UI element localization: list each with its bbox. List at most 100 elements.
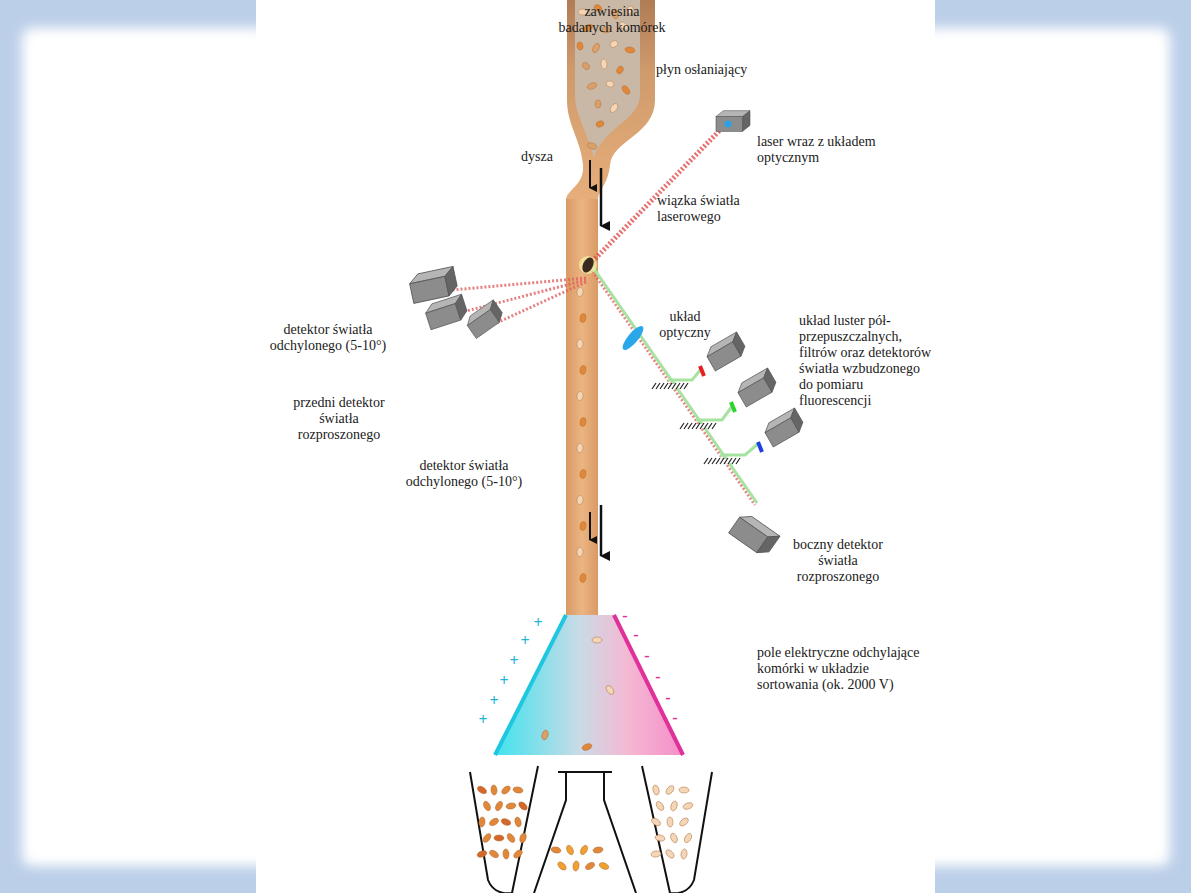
cell: [650, 817, 662, 828]
polarity-sign: +: [497, 672, 511, 690]
hatch-stroke: [720, 458, 724, 464]
hatch-stroke: [676, 383, 680, 389]
callout-label: wiązka światła laserowego: [657, 193, 762, 225]
hatch-stroke: [736, 458, 740, 464]
cell: [586, 141, 597, 150]
fluorescence-detector: [735, 368, 779, 407]
hatch-stroke: [728, 458, 732, 464]
cell: [584, 861, 596, 871]
cell: [482, 832, 493, 844]
cell: [579, 313, 586, 323]
cell: [576, 443, 583, 453]
cell: [550, 846, 561, 854]
cell: [621, 84, 632, 96]
hatch-stroke: [716, 458, 720, 464]
polarity-sign: +: [487, 692, 501, 710]
scatter-ray: [490, 282, 586, 326]
half-mirror: [652, 383, 740, 464]
cell: [595, 120, 604, 128]
cell: [652, 784, 660, 795]
callout-label: zawiesina badanych komórek: [556, 4, 668, 36]
side-beam: [720, 443, 759, 455]
cell: [500, 784, 511, 795]
frame-panel: [256, 0, 935, 893]
cell: [488, 817, 500, 827]
cell: [581, 61, 591, 71]
hatch-stroke: [704, 458, 708, 464]
cell: [494, 800, 504, 812]
cell: [576, 547, 583, 557]
frame-panel: [920, 28, 1170, 866]
cell: [598, 861, 610, 870]
sample-stream: [566, 199, 598, 615]
fluorescence-detector: [762, 408, 806, 447]
cell: [595, 100, 601, 108]
cell: [491, 785, 498, 795]
hatch-stroke: [732, 458, 736, 464]
excited-cell: [580, 256, 596, 275]
cell: [591, 42, 601, 54]
fluorescence-detector: [700, 332, 806, 452]
cell: [476, 785, 488, 795]
cell: [579, 573, 586, 583]
cell: [615, 65, 624, 75]
cell: [655, 800, 666, 812]
side-beam: [590, 268, 755, 505]
callout-label: detektor światła odchylonego (5-10°): [258, 322, 398, 354]
callout-label: boczny detektor światła rozproszonego: [776, 537, 900, 585]
hatch-stroke: [696, 423, 700, 429]
frame-panel: [22, 28, 272, 866]
hatch-stroke: [708, 458, 712, 464]
flow-arrow: [589, 160, 591, 188]
scatter-detector: [464, 300, 506, 339]
cell: [513, 786, 524, 794]
fluorescence-detector: [700, 366, 704, 376]
cell: [579, 417, 586, 427]
callout-label: laser wraz z układem optycznym: [757, 134, 909, 166]
lens: [620, 323, 647, 352]
half-mirror: [704, 458, 740, 464]
hatch-stroke: [652, 383, 656, 389]
side-beam: [590, 266, 759, 505]
cell: [488, 849, 500, 859]
hatch-stroke: [672, 383, 676, 389]
cell: [605, 684, 616, 696]
cell: [572, 861, 579, 872]
hatch-stroke: [692, 423, 696, 429]
polarity-sign: -: [668, 709, 682, 727]
side-beam: [592, 266, 757, 503]
collection-vessel: [642, 766, 712, 893]
half-mirror: [652, 383, 688, 389]
cell: [541, 729, 550, 740]
sorting-field: [495, 615, 566, 755]
half-mirror: [652, 384, 684, 388]
cell: [600, 59, 607, 70]
hatch-stroke: [660, 383, 664, 389]
hatch-stroke: [704, 423, 708, 429]
cell: [476, 849, 487, 858]
cell: [669, 832, 679, 844]
callout-label: detektor światła odchylonego (5-10°): [393, 458, 535, 490]
polarity-sign: +: [531, 614, 545, 632]
collection-vessel: [470, 766, 712, 893]
sorting-field: [495, 615, 683, 755]
cell: [512, 848, 523, 859]
cell: [579, 521, 586, 531]
hatch-stroke: [724, 458, 728, 464]
sorted-cell: [476, 637, 694, 872]
callout-label: pole elektryczne odchylające komórki w u…: [757, 645, 922, 693]
cell: [654, 834, 665, 842]
cell: [576, 339, 583, 349]
fluorescence-detector: [731, 402, 735, 412]
polarity-sign: +: [507, 652, 521, 670]
cell: [651, 850, 662, 857]
collection-vessel: [470, 766, 538, 893]
hatch-stroke: [684, 423, 688, 429]
cell: [609, 102, 620, 114]
cell: [678, 816, 690, 827]
cell: [478, 817, 485, 828]
side-scatter-detector: [729, 511, 780, 558]
cell: [592, 637, 602, 643]
